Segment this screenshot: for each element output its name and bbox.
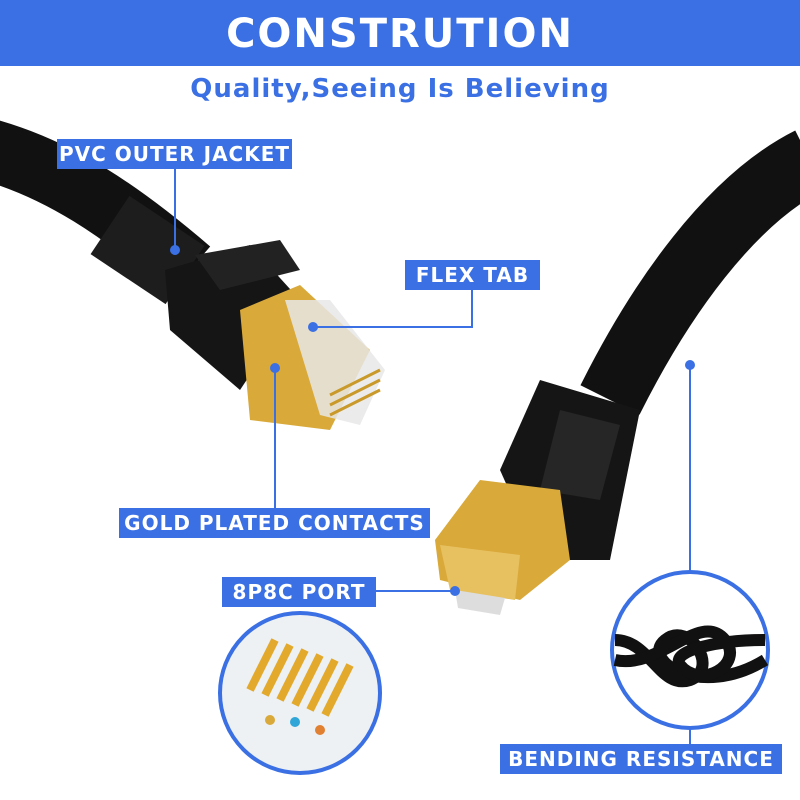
- page-subtitle: Quality,Seeing Is Believing: [190, 74, 610, 104]
- left-connector: [165, 240, 385, 430]
- label-bending-resistance: BENDING RESISTANCE: [500, 744, 782, 774]
- label-pvc-outer-jacket: PVC OUTER JACKET: [57, 139, 292, 169]
- right-connector: [435, 380, 640, 615]
- label-8p8c-port: 8P8C PORT: [222, 577, 376, 607]
- label-flex-tab: FLEX TAB: [405, 260, 540, 290]
- right-cable: [580, 130, 800, 415]
- label-gold-plated-contacts: GOLD PLATED CONTACTS: [119, 508, 430, 538]
- page-title: CONSTRUTION: [0, 0, 800, 66]
- knot-closeup: [610, 570, 770, 730]
- left-cable-strain-relief: [90, 195, 205, 305]
- contacts-closeup: [218, 611, 382, 775]
